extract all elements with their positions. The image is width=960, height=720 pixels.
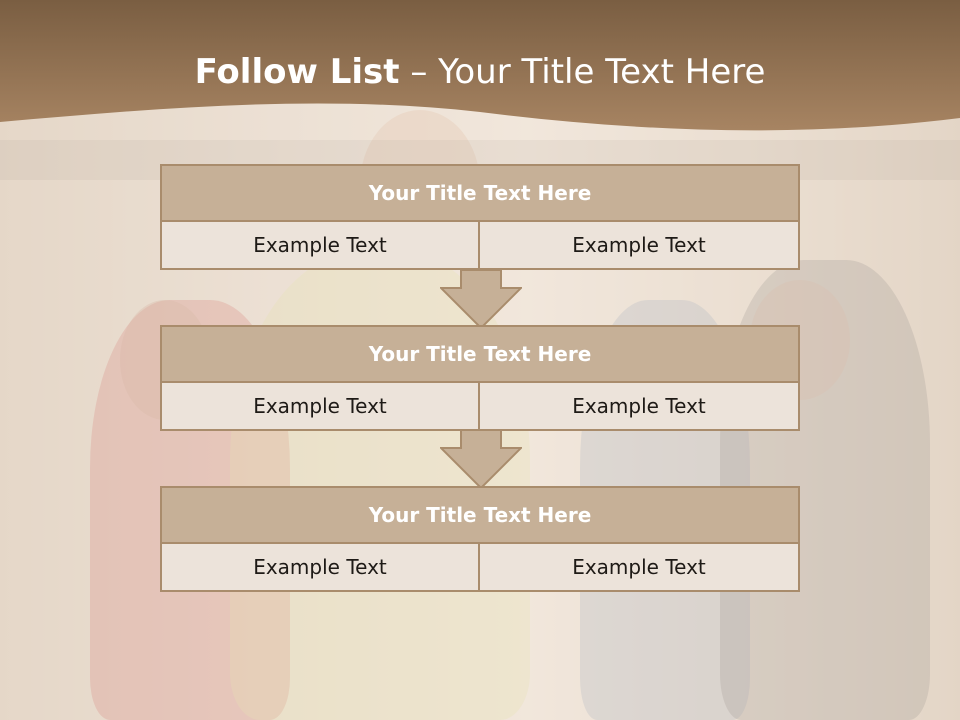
step-1-right-text: Example Text xyxy=(480,222,798,268)
step-box-3: Your Title Text Here Example Text Exampl… xyxy=(160,486,800,592)
step-1-left-text: Example Text xyxy=(162,222,480,268)
down-arrow-icon xyxy=(440,430,522,490)
step-box-2: Your Title Text Here Example Text Exampl… xyxy=(160,325,800,431)
title-bold: Follow List xyxy=(194,52,400,92)
down-arrow-icon xyxy=(440,270,522,330)
step-title-1: Your Title Text Here xyxy=(162,166,798,222)
header-band xyxy=(0,0,960,131)
step-2-left-text: Example Text xyxy=(162,383,480,429)
step-title-2: Your Title Text Here xyxy=(162,327,798,383)
step-3-left-text: Example Text xyxy=(162,544,480,590)
step-box-1: Your Title Text Here Example Text Exampl… xyxy=(160,164,800,270)
step-2-right-text: Example Text xyxy=(480,383,798,429)
title-rest: – Your Title Text Here xyxy=(399,52,766,92)
slide-title: Follow List – Your Title Text Here xyxy=(0,52,960,92)
step-3-right-text: Example Text xyxy=(480,544,798,590)
step-title-3: Your Title Text Here xyxy=(162,488,798,544)
